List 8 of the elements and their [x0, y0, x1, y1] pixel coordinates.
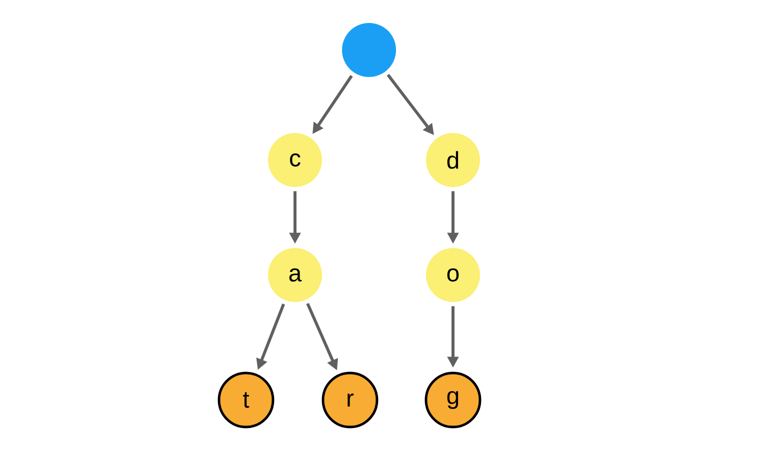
leaf-node: t: [218, 372, 274, 428]
letter-node: o: [426, 248, 480, 302]
letter-node: c: [268, 133, 322, 187]
leaf-node: r: [322, 372, 378, 428]
root-circle: [342, 23, 396, 77]
letter-node: a: [268, 248, 322, 302]
leaf-node: g: [424, 372, 482, 428]
letter-node: d: [426, 133, 480, 187]
